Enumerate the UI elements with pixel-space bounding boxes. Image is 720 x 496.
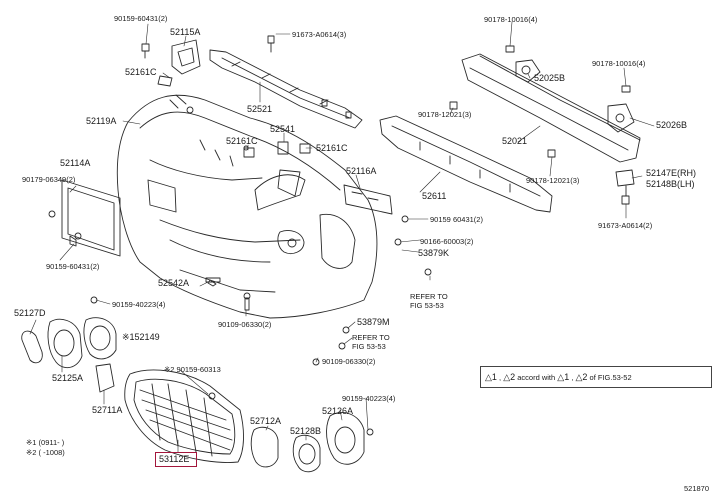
selected-part-highlight[interactable]	[155, 452, 197, 467]
energy-absorber-drawing	[379, 115, 553, 213]
label-90109-06330-b: 90109-06330(2)	[322, 357, 376, 366]
legend-box: △1 , △2 accord with △1 , △2 of FIG.53-52	[480, 366, 712, 388]
label-90166-60003: 90166-60003(2)	[420, 237, 474, 246]
label-52147e: 52147E(RH)	[646, 168, 697, 178]
label-90159-40223-right: 90159-40223(4)	[342, 394, 396, 403]
label-90159-60431-left: 90159-60431(2)	[46, 262, 100, 271]
fasteners-drawing	[74, 106, 432, 436]
bracket-52115a-drawing	[141, 39, 201, 87]
label-91673-a0614-2: 91673-A0614(2)	[598, 221, 653, 230]
label-52116a: 52116A	[346, 166, 377, 176]
label-52161c-b: 52161C	[226, 136, 258, 146]
note-1: ※1 (0911- )	[26, 438, 65, 447]
label-52161c-c: 52161C	[316, 143, 348, 153]
label-90159-40223-left: 90159-40223(4)	[112, 300, 166, 309]
legend-triangle-1: △1	[485, 372, 497, 382]
label-90159-60313: ※2 90159-60313	[164, 365, 221, 374]
label-52712a: 52712A	[250, 416, 282, 426]
label-52125a: 52125A	[52, 373, 84, 383]
label-52521: 52521	[247, 104, 273, 114]
legend-triangle-4: △2	[575, 372, 588, 382]
leader-lines	[29, 21, 655, 453]
label-52161c-a: 52161C	[125, 67, 157, 77]
bumper-cover-drawing	[116, 94, 378, 319]
bumper-reinforcement-drawing	[449, 45, 641, 163]
label-52021: 52021	[502, 136, 528, 146]
side-bracket-drawing	[615, 169, 635, 205]
bracket-52116a-drawing	[343, 184, 409, 246]
label-52128b: 52128B	[290, 426, 322, 436]
legend-comma-1: ,	[499, 373, 502, 382]
refer-a-line-1: REFER TO	[410, 292, 448, 301]
legend-triangle-3: △1	[557, 372, 570, 382]
diagram-id: 521870	[684, 484, 710, 493]
label-52115a: 52115A	[170, 27, 201, 37]
label-90159-60431-mid: 90159 60431(2)	[430, 215, 483, 224]
legend-comma-2: ,	[571, 373, 574, 382]
note-2: ※2 ( -1008)	[26, 448, 65, 457]
label-52127d: 52127D	[14, 308, 46, 318]
left-fog-bezels-drawing	[21, 317, 117, 393]
label-90178-12021-a: 90178-12021(3)	[418, 110, 472, 119]
label-53112e[interactable]: 53112E	[159, 454, 190, 464]
label-52114a: 52114A	[60, 158, 91, 168]
label-152149: ※152149	[122, 332, 160, 342]
lower-grille-drawing	[124, 369, 244, 463]
date-notes: ※1 (0911- ) ※2 ( -1008)	[26, 438, 65, 458]
label-52711a: 52711A	[92, 405, 123, 415]
label-90178-12021-b: 90178-12021(3)	[526, 176, 580, 185]
label-91673-a0614-3: 91673-A0614(3)	[292, 30, 347, 39]
center-small-parts-drawing	[205, 141, 311, 311]
label-52148b: 52148B(LH)	[646, 179, 695, 189]
legend-mid: accord with	[517, 373, 556, 382]
legend-end: of FIG.53-52	[589, 373, 632, 382]
refer-a-line-2: FIG 53-53	[410, 301, 444, 310]
label-53879k: 53879K	[418, 248, 450, 258]
refer-b-line-2: FIG 53-53	[352, 342, 386, 351]
license-plate-bracket-drawing	[48, 179, 121, 257]
label-52611: 52611	[422, 191, 447, 201]
label-52119a: 52119A	[86, 116, 117, 126]
legend-text: △1 , △2 accord with △1 , △2 of FIG.53-52	[485, 372, 632, 383]
right-fog-bezels-drawing	[250, 412, 365, 473]
label-90178-10016-mid: 90178-10016(4)	[592, 59, 646, 68]
label-52126a: 52126A	[322, 406, 354, 416]
upper-retainer-drawing	[209, 35, 363, 129]
label-52541: 52541	[270, 124, 296, 134]
label-52026b: 52026B	[656, 120, 688, 130]
label-52542a: 52542A	[158, 278, 190, 288]
label-53879m: 53879M	[357, 317, 390, 327]
legend-triangle-2: △2	[503, 372, 516, 382]
label-90178-10016-top: 90178-10016(4)	[484, 15, 538, 24]
label-90109-06330: 90109-06330(2)	[218, 320, 272, 329]
label-90159-60431-top: 90159-60431(2)	[114, 14, 168, 23]
label-52025b: 52025B	[534, 73, 566, 83]
refer-b-line-1: REFER TO	[352, 333, 390, 342]
label-90179-06349: 90179-06349(2)	[22, 175, 76, 184]
